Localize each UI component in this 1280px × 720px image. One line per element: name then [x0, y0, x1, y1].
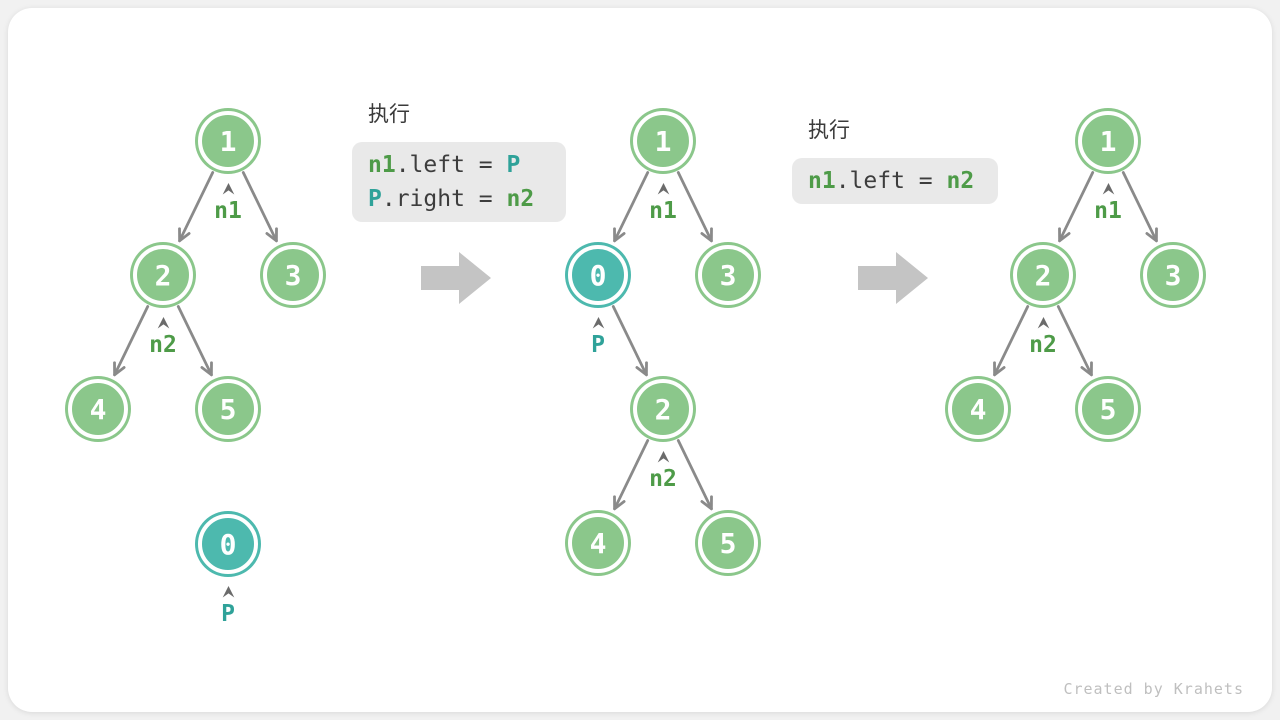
- code-line: n1.left = P: [368, 148, 550, 182]
- tree-node-5: 5: [1078, 379, 1138, 439]
- pointer-caret-icon: [157, 317, 169, 329]
- tree-node-3: 3: [698, 245, 758, 305]
- tree-node-4: 4: [68, 379, 128, 439]
- pointer-n1: n1: [1078, 183, 1138, 223]
- pointer-label: n1: [1094, 198, 1122, 224]
- caret-shape: [657, 451, 669, 463]
- tree-node-0: 0: [198, 514, 258, 574]
- code-block-title: 执行: [368, 103, 410, 126]
- pointer-label: P: [591, 332, 605, 358]
- tree-node-4: 4: [568, 513, 628, 573]
- pointer-label: n2: [649, 466, 677, 492]
- code-token: P: [368, 186, 382, 212]
- tree-node-5: 5: [198, 379, 258, 439]
- tree-node-3: 3: [263, 245, 323, 305]
- pointer-caret-icon: [657, 451, 669, 463]
- pointer-caret-icon: [222, 183, 234, 195]
- tree-node-0: 0: [568, 245, 628, 305]
- pointer-caret-icon: [592, 317, 604, 329]
- tree-node-5: 5: [698, 513, 758, 573]
- watermark: Created by Krahets: [1063, 680, 1244, 698]
- caret-shape: [157, 317, 169, 329]
- pointer-label: n2: [1029, 332, 1057, 358]
- caret-shape: [222, 183, 234, 195]
- pointer-label: n1: [649, 198, 677, 224]
- tree-node-2: 2: [133, 245, 193, 305]
- code-block-title: 执行: [808, 119, 850, 142]
- pointer-caret-icon: [222, 586, 234, 598]
- tree-node-2: 2: [1013, 245, 1073, 305]
- pointer-n1: n1: [198, 183, 258, 223]
- code-token: n2: [506, 186, 535, 212]
- code-token: P: [506, 152, 521, 178]
- tree-node-1: 1: [1078, 111, 1138, 171]
- pointer-caret-icon: [1037, 317, 1049, 329]
- tree-node-4: 4: [948, 379, 1008, 439]
- pointer-label: n1: [214, 198, 242, 224]
- code-block: n1.left = n2: [792, 158, 998, 204]
- caret-shape: [1037, 317, 1049, 329]
- code-line: n1.left = n2: [808, 164, 982, 198]
- pointer-n2: n2: [133, 317, 193, 357]
- pointer-n1: n1: [633, 183, 693, 223]
- caret-shape: [592, 317, 604, 329]
- caret-shape: [222, 586, 234, 598]
- tree-node-3: 3: [1143, 245, 1203, 305]
- pointer-label: n2: [149, 332, 177, 358]
- tree-node-2: 2: [633, 379, 693, 439]
- code-token: n2: [946, 168, 975, 194]
- pointer-caret-icon: [1102, 183, 1114, 195]
- code-token: .left =: [395, 152, 507, 178]
- code-token: n1: [368, 152, 396, 178]
- code-token: .right =: [381, 186, 507, 212]
- pointer-P: P: [198, 586, 258, 626]
- caret-shape: [657, 183, 669, 195]
- tree-node-1: 1: [633, 111, 693, 171]
- code-token: .left =: [835, 168, 947, 194]
- pointer-label: P: [221, 601, 235, 627]
- code-token: n1: [808, 168, 836, 194]
- caret-shape: [1102, 183, 1114, 195]
- pointer-P: P: [568, 317, 628, 357]
- code-line: P.right = n2: [368, 182, 550, 216]
- pointer-n2: n2: [1013, 317, 1073, 357]
- tree-node-1: 1: [198, 111, 258, 171]
- pointer-n2: n2: [633, 451, 693, 491]
- pointer-caret-icon: [657, 183, 669, 195]
